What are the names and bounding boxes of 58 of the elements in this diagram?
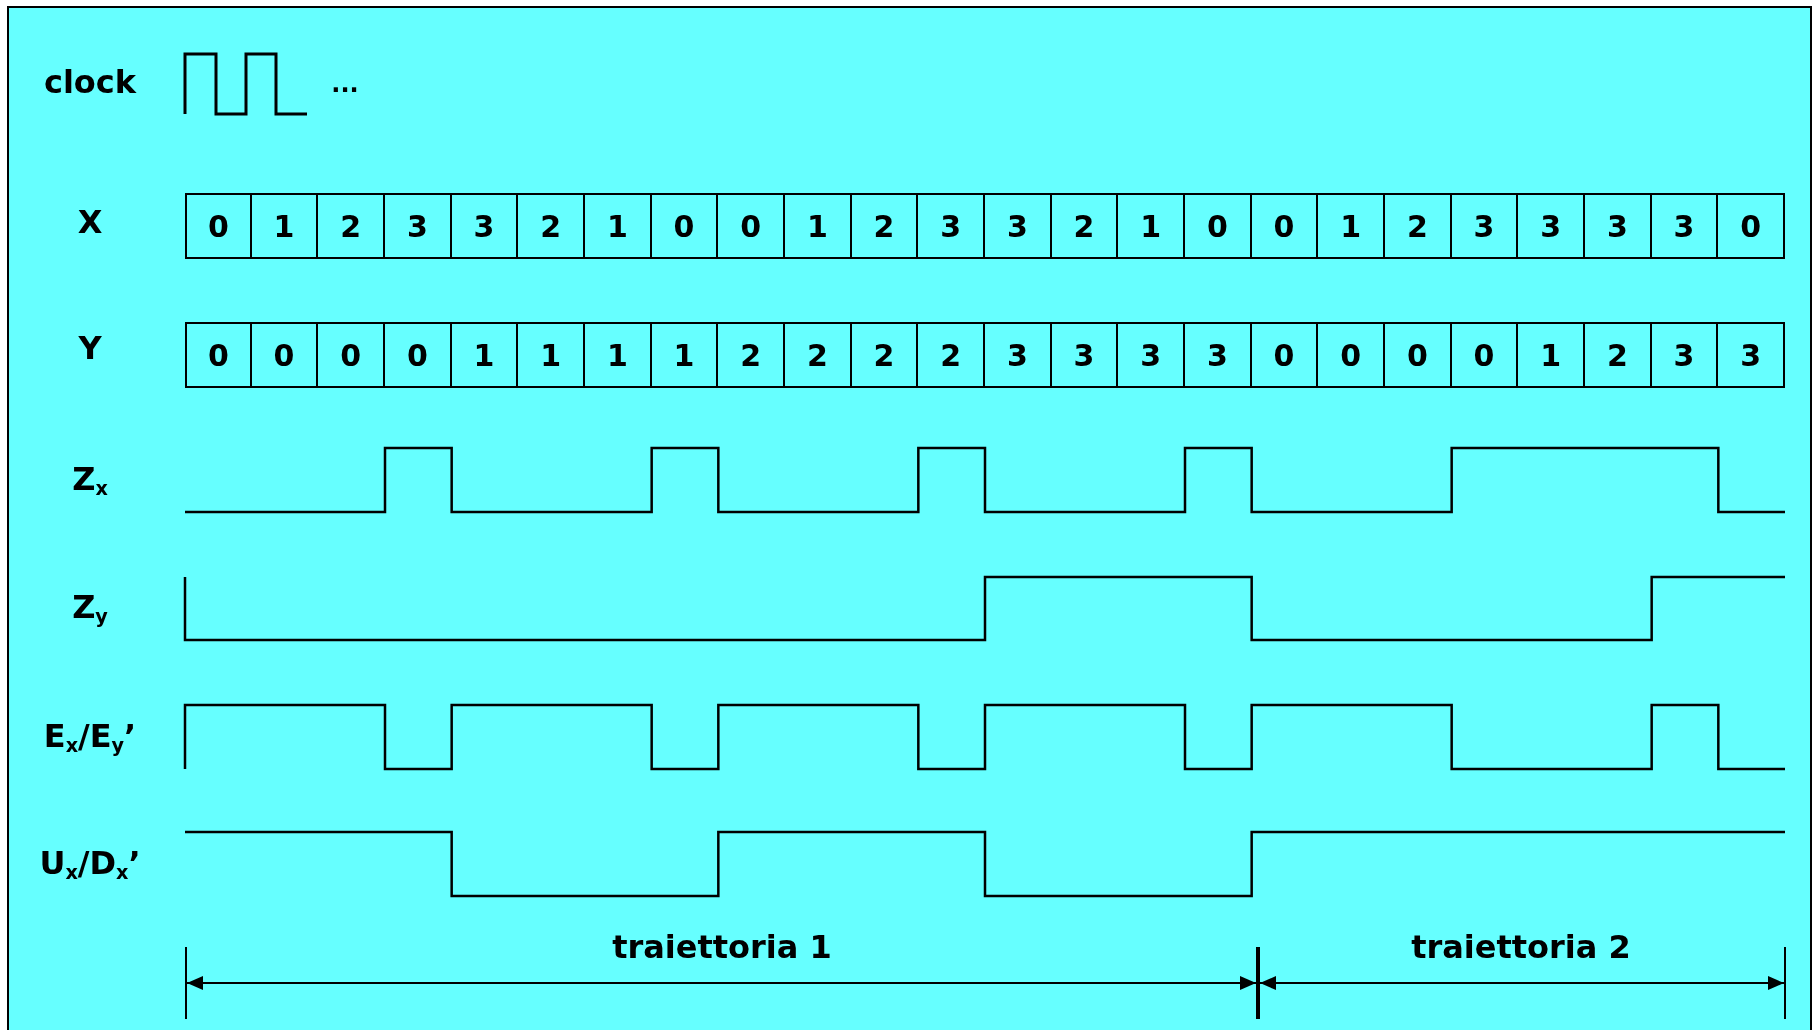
signal-label: Y (78, 329, 102, 367)
value-cell: 2 (716, 322, 785, 388)
value-cell: 3 (1449, 193, 1519, 259)
value-cell: 2 (783, 322, 852, 388)
value-cell: 3 (983, 193, 1052, 259)
value-cell: 1 (1516, 322, 1585, 388)
value-cell: 2 (1383, 193, 1452, 259)
value-cell: 2 (516, 193, 585, 259)
value-cell: 0 (649, 193, 719, 259)
value-cell: 0 (1316, 322, 1385, 388)
value-cell: 3 (1116, 322, 1185, 388)
value-cell: 3 (983, 322, 1052, 388)
value-cell: 0 (1716, 193, 1785, 259)
value-cell: 2 (1583, 322, 1652, 388)
value-cell: 3 (1049, 322, 1119, 388)
value-cell: 0 (185, 193, 252, 259)
signal-label: U$_{x}$/D$_{x}$’ (39, 844, 141, 884)
value-cell: 3 (449, 193, 519, 259)
value-cell: 0 (1249, 193, 1319, 259)
value-cell: 1 (649, 322, 719, 388)
value-cell: 0 (185, 322, 252, 388)
signal-label: clock (43, 63, 137, 101)
value-cell: 3 (1716, 322, 1785, 388)
value-cell: 0 (383, 322, 452, 388)
value-cell: 3 (1183, 322, 1252, 388)
value-cell: 1 (449, 322, 519, 388)
value-cell: 1 (1116, 193, 1185, 259)
value-cell: 0 (316, 322, 385, 388)
value-cell: 2 (916, 322, 985, 388)
value-cell: 1 (516, 322, 585, 388)
value-cell: 1 (249, 193, 319, 259)
value-cell: 2 (316, 193, 385, 259)
value-cell: 3 (916, 193, 985, 259)
value-cell: 0 (1449, 322, 1519, 388)
value-cell: 3 (1649, 322, 1719, 388)
value-cell: 2 (849, 193, 919, 259)
value-cell: 0 (249, 322, 319, 388)
signal-label: X (77, 203, 103, 241)
dimension-label: traiettoria 1 (612, 928, 832, 966)
value-cell: 0 (1183, 193, 1252, 259)
value-cell: 3 (1516, 193, 1585, 259)
value-cell: 2 (1049, 193, 1119, 259)
value-cell: 1 (1316, 193, 1385, 259)
value-cell: 3 (1649, 193, 1719, 259)
signal-label: Z$_{y}$ (72, 588, 108, 628)
value-cell: 1 (583, 193, 652, 259)
dimension-label: traiettoria 2 (1411, 928, 1631, 966)
value-cell: 0 (1383, 322, 1452, 388)
value-cell: 2 (849, 322, 919, 388)
signal-label: E$_{x}$/E$_{y}$’ (43, 717, 137, 757)
ellipsis: ... (331, 70, 359, 98)
value-cell: 0 (716, 193, 785, 259)
value-cell: 3 (1583, 193, 1652, 259)
value-cell: 3 (383, 193, 452, 259)
value-cell: 0 (1249, 322, 1319, 388)
signal-label: Z$_{x}$ (72, 460, 108, 500)
value-cell: 1 (583, 322, 652, 388)
value-cell: 1 (783, 193, 852, 259)
